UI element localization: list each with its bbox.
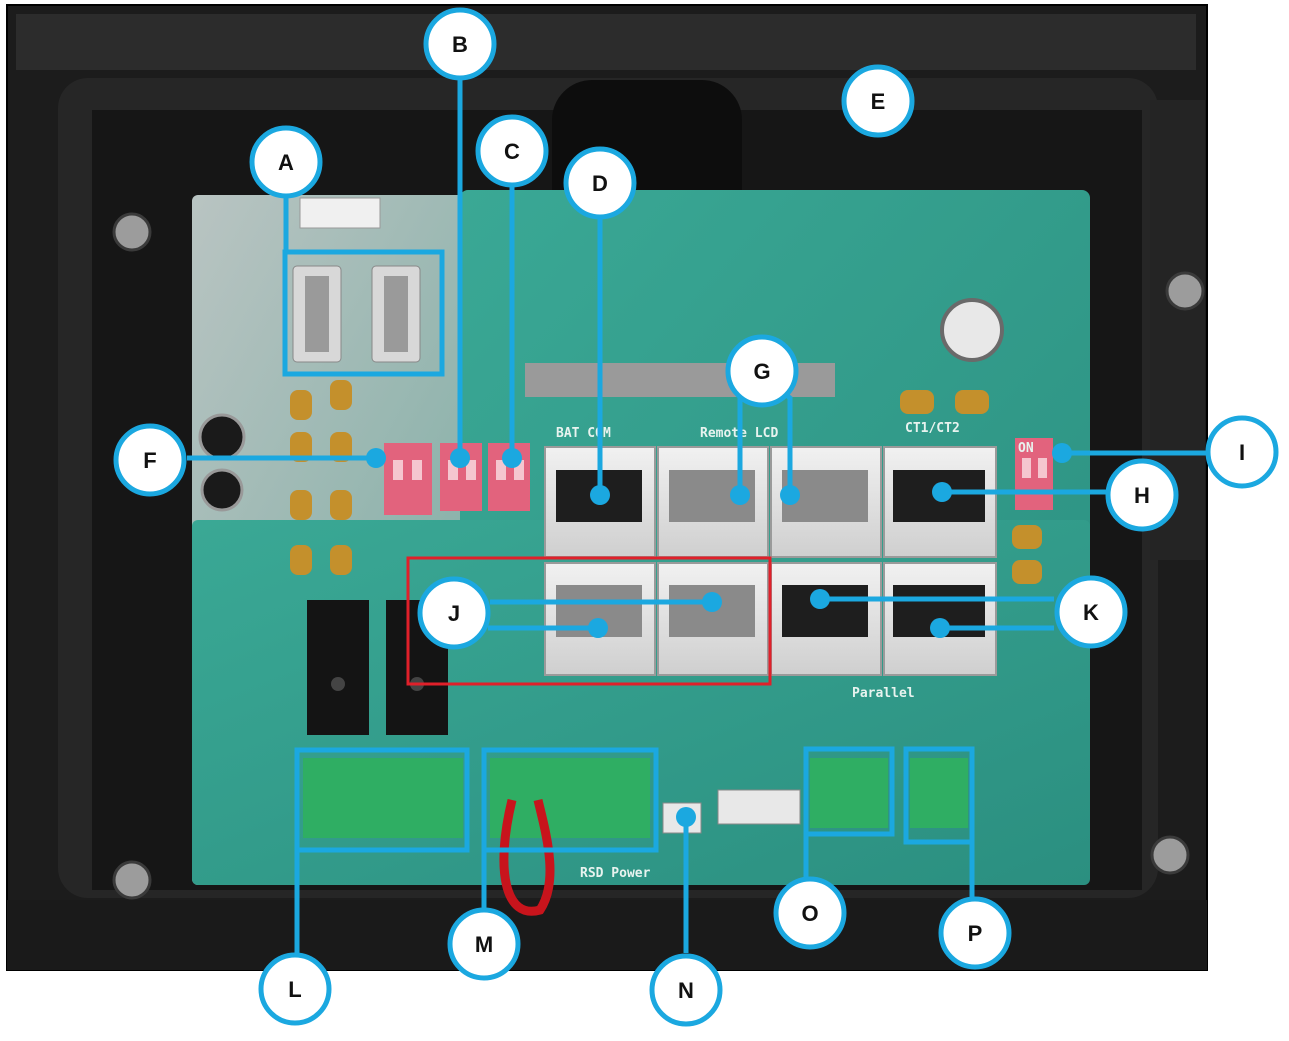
silk-ct: CT1/CT2 (905, 421, 960, 436)
svg-text:N: N (678, 978, 694, 1003)
callout-a: A (249, 125, 323, 199)
relays (307, 600, 448, 735)
callout-e: E (841, 64, 915, 138)
svg-text:C: C (504, 139, 520, 164)
leader-dots (366, 443, 1072, 827)
callout-l: L (258, 952, 332, 1026)
capacitors (290, 380, 1042, 584)
svg-text:A: A (278, 150, 294, 175)
box-terminal-o (803, 746, 895, 837)
callout-i: I (1205, 415, 1279, 489)
callout-g: G (725, 334, 799, 408)
box-terminal-l (294, 747, 470, 853)
svg-text:D: D (592, 171, 608, 196)
callout-j: J (417, 576, 491, 650)
silk-bat-com: BAT COM (556, 426, 611, 441)
callout-d: D (563, 146, 637, 220)
callout-k: K (1054, 575, 1128, 649)
red-highlight-box (406, 556, 772, 686)
callout-h: H (1105, 458, 1179, 532)
electrolytic-capacitors (198, 298, 1004, 512)
leader-lines (187, 80, 1208, 953)
svg-text:M: M (475, 932, 493, 957)
terminal-blocks (303, 758, 968, 838)
callout-f: F (113, 423, 187, 497)
silk-rsd-power: RSD Power (580, 866, 651, 881)
svg-text:F: F (143, 448, 156, 473)
svg-text:K: K (1083, 600, 1099, 625)
svg-text:E: E (871, 89, 886, 114)
callout-b: B (423, 7, 497, 81)
svg-text:G: G (753, 359, 770, 384)
svg-text:H: H (1134, 483, 1150, 508)
callout-m: M (447, 907, 521, 981)
callout-n: N (649, 953, 723, 1027)
callouts: A B C D E F G H I J K L M N O P (113, 7, 1279, 1027)
silk-on: ON (1018, 441, 1034, 456)
box-terminal-m (481, 747, 659, 853)
svg-text:O: O (801, 901, 818, 926)
red-wire-loop (499, 798, 555, 916)
usb-ports (292, 197, 421, 363)
callout-o: O (773, 876, 847, 950)
svg-text:B: B (452, 32, 468, 57)
svg-text:L: L (288, 977, 301, 1002)
svg-text:I: I (1239, 440, 1245, 465)
silk-parallel: Parallel (852, 686, 915, 701)
callout-c: C (475, 114, 549, 188)
box-terminal-p (903, 746, 975, 845)
callout-p: P (938, 896, 1012, 970)
svg-text:P: P (968, 921, 983, 946)
svg-text:J: J (448, 601, 460, 626)
highlight-boxes (282, 249, 975, 853)
box-usb (282, 249, 445, 377)
